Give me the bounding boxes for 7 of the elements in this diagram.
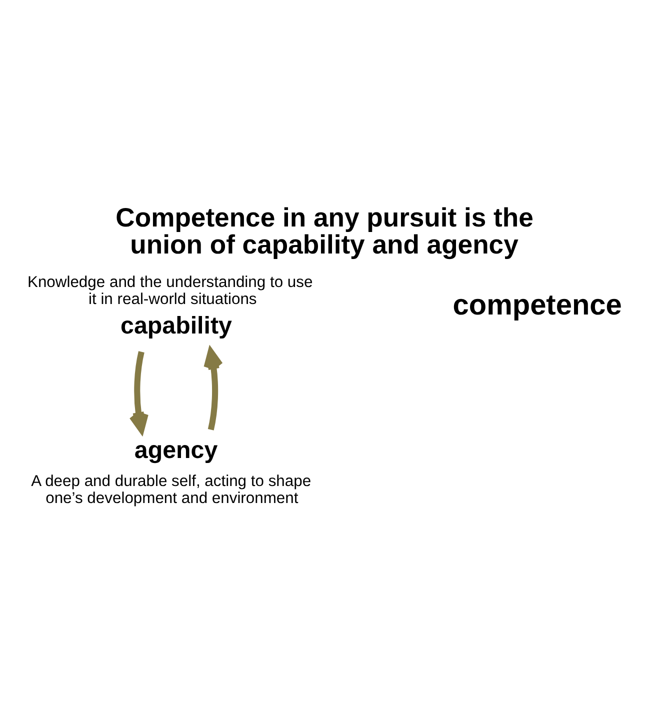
node-text: agency	[134, 436, 218, 464]
arrow	[129, 351, 148, 434]
node-label: A deep and durable self, acting to shape one’s development and environment	[31, 473, 312, 508]
node-label: Knowledge and the understanding to use it in real-world situations	[27, 274, 313, 308]
diagram-title: Competence in any pursuit is the union of capability and agency	[116, 202, 534, 260]
label: competence	[452, 289, 622, 322]
node-text: capability	[120, 312, 232, 340]
